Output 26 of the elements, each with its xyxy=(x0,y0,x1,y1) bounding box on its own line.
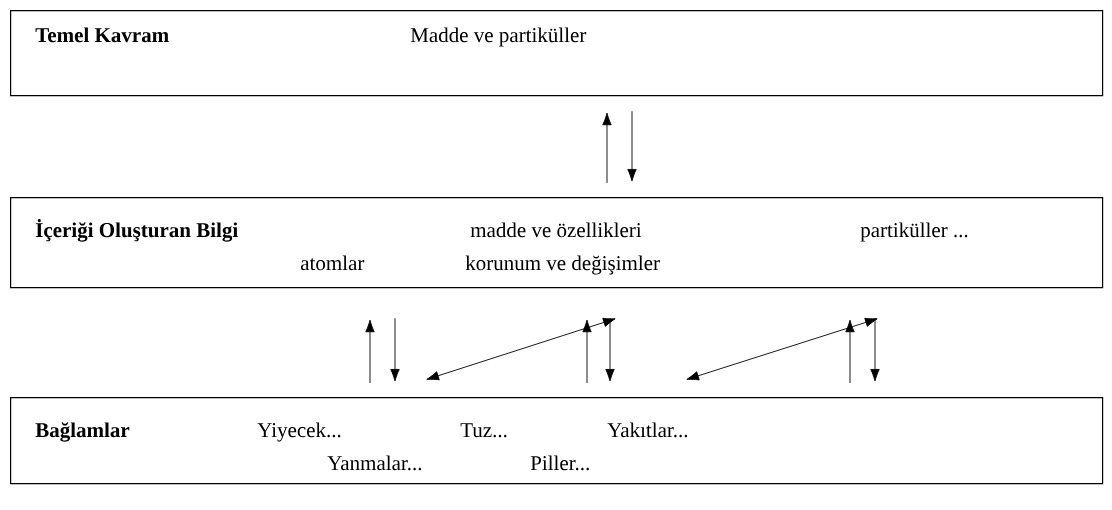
concept-box xyxy=(10,10,1104,97)
box-text: atomlar xyxy=(300,255,365,271)
arrow xyxy=(686,317,878,381)
arrow xyxy=(365,319,375,384)
arrow xyxy=(582,319,592,384)
box-text: Tuz... xyxy=(460,423,507,438)
box-heading: Temel Kavram xyxy=(35,27,169,43)
arrow xyxy=(870,317,880,382)
arrow xyxy=(845,319,855,384)
box-text: partiküller ... xyxy=(860,222,968,242)
box-text: Yakıtlar... xyxy=(607,422,688,438)
arrow xyxy=(605,317,615,382)
arrow xyxy=(390,317,400,382)
box-text: Yiyecek... xyxy=(257,422,341,442)
arrow xyxy=(426,317,616,381)
box-heading: İçeriği Oluşturan Bilgi xyxy=(35,219,238,242)
box-text: Madde ve partiküller xyxy=(410,27,587,47)
box-text: Yanmalar... xyxy=(327,455,422,471)
box-text: Piller... xyxy=(530,455,589,471)
arrow xyxy=(627,110,637,182)
box-text: madde ve özellikleri xyxy=(470,222,642,238)
context-box xyxy=(10,397,1104,485)
box-heading: Bağlamlar xyxy=(35,422,130,442)
content-box xyxy=(10,197,1104,289)
box-text: korunum ve değişimler xyxy=(465,255,660,275)
arrow xyxy=(602,112,612,184)
